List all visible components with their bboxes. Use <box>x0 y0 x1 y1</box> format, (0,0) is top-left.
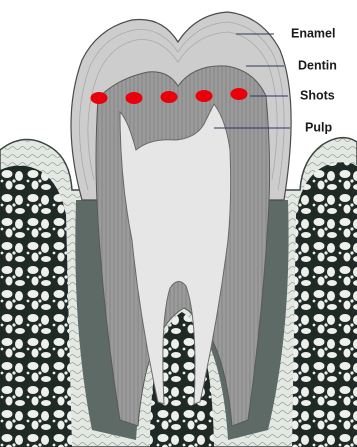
label-shots: Shots <box>300 88 335 102</box>
shot-dot-1 <box>91 92 108 104</box>
label-pulp: Pulp <box>305 120 332 134</box>
shot-dot-3 <box>161 91 178 103</box>
alveolar-bone-right <box>292 162 357 447</box>
alveolar-bone-left <box>0 165 72 447</box>
shot-dot-2 <box>126 92 143 104</box>
shot-dot-5 <box>231 88 248 100</box>
label-enamel: Enamel <box>291 26 335 40</box>
label-dentin: Dentin <box>298 58 337 72</box>
shot-dot-4 <box>196 90 213 102</box>
